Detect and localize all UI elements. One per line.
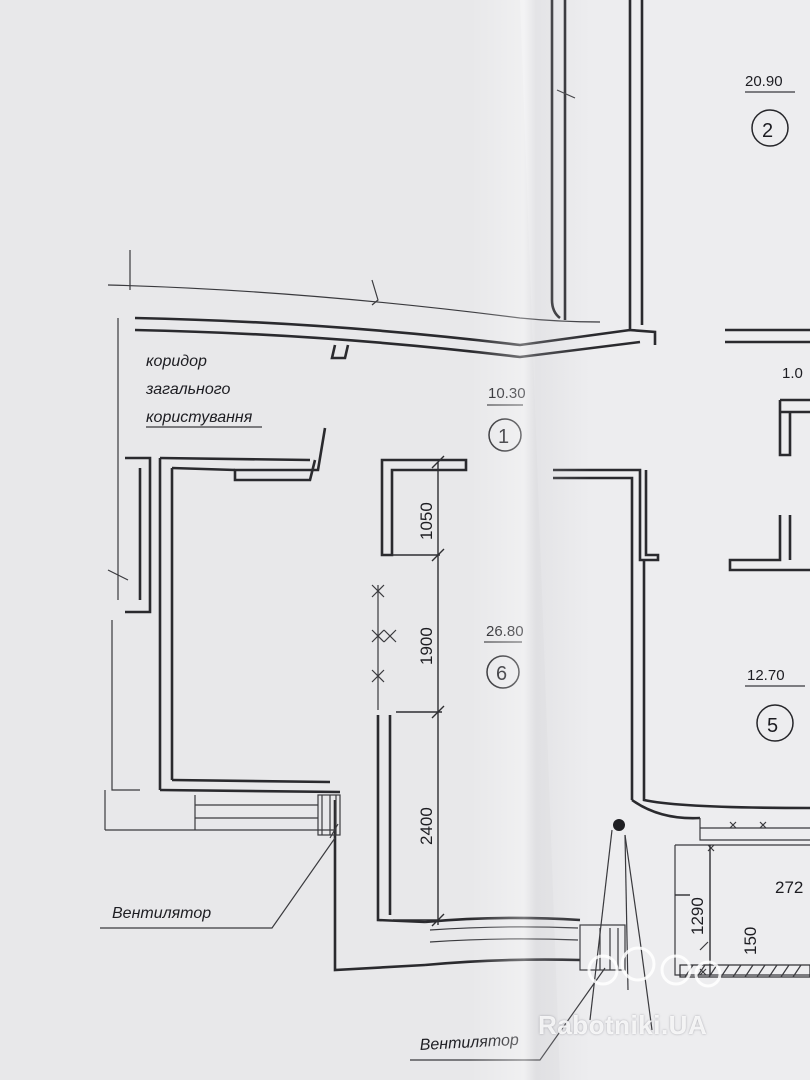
room-5-number: 5	[767, 715, 778, 737]
watermark-text: Rabotniki.UA	[538, 1010, 708, 1040]
room-2-area: 20.90	[745, 73, 783, 90]
room-1-marker	[488, 418, 522, 452]
window-left	[194, 794, 341, 836]
window-bottom	[429, 819, 653, 1031]
room-6-walls	[158, 427, 581, 972]
ventilator-callout-bottom: Вентилятор	[419, 1032, 519, 1054]
leader-lines	[100, 823, 606, 1061]
dimension-272: 272	[775, 878, 803, 897]
watermark-logo	[587, 946, 722, 988]
room-extra-area: 1.0	[782, 365, 803, 382]
dimension-1290: 1290	[688, 897, 707, 935]
room-5-marker	[756, 704, 794, 742]
dimension-150: 150	[741, 927, 760, 955]
dimension-1050: 1050	[417, 502, 436, 540]
room-6-marker	[486, 655, 520, 689]
room-1-area: 10.30	[488, 385, 526, 402]
room-1-number: 1	[498, 426, 509, 448]
window-right	[674, 818, 810, 978]
ventilator-callout-left: Вентилятор	[112, 905, 211, 922]
room-markers	[484, 91, 805, 742]
room-6-area: 26.80	[486, 623, 524, 640]
room-2-number: 2	[762, 120, 773, 142]
left-walls	[104, 456, 335, 831]
corridor-label-line3: користування	[146, 409, 253, 426]
dimension-lines	[371, 455, 711, 975]
dimension-2400: 2400	[417, 807, 436, 845]
room-5-walls	[553, 328, 810, 820]
room-5-area: 12.70	[747, 667, 785, 684]
dimension-1900: 1900	[417, 627, 436, 665]
room-2-walls	[550, 0, 657, 345]
room-6-number: 6	[496, 663, 507, 685]
corridor-label-line1: коридор	[146, 353, 207, 370]
corridor-walls	[107, 250, 641, 600]
corridor-label-line2: загального	[145, 381, 230, 398]
room-2-marker	[751, 109, 789, 147]
